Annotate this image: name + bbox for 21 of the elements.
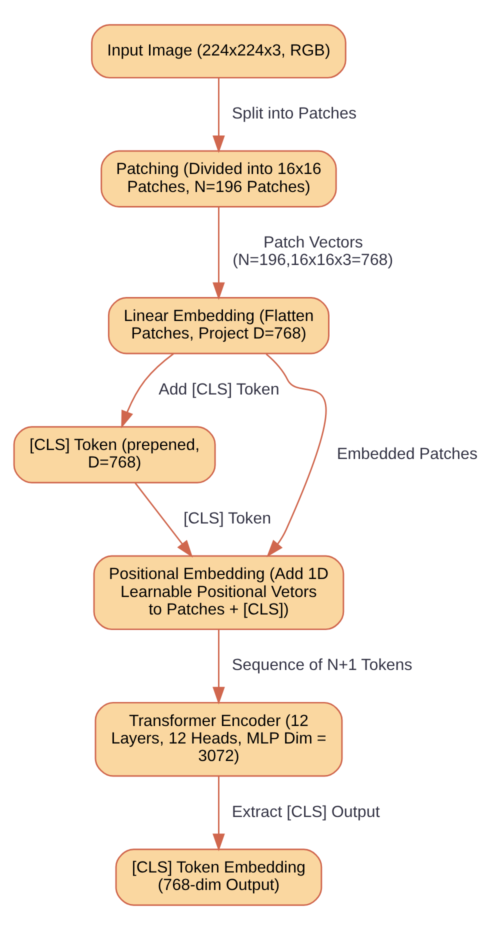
edge-label: Patch Vectors (N=196,16x16x3=768) [232, 234, 394, 270]
node-box: [CLS] Token (prepened, D=768) [13, 426, 216, 484]
arrow [134, 482, 193, 558]
node-box: Positional Embedding (Add 1D Learnable Positional Vetors to Patches + [CLS]) [93, 555, 344, 630]
node-box: Patching (Divided into 16x16 Patches, N=196 Patches) [100, 150, 337, 208]
node-box: Transformer Encoder (12 Layers, 12 Heads, MLP Dim = 3072) [94, 702, 343, 777]
arrow [212, 207, 225, 300]
arrow [212, 78, 225, 154]
edge-label: Split into Patches [232, 104, 357, 122]
arrow [212, 776, 225, 852]
edge-label: Extract [CLS] Output [232, 802, 380, 821]
edge-label: Embedded Patches [336, 444, 478, 463]
node-box: [CLS] Token Embedding (768-dim Output) [115, 848, 322, 906]
edge-label: [CLS] Token [184, 509, 272, 528]
node-box: Input Image (224x224x3, RGB) [91, 24, 346, 78]
edge-label: Sequence of N+1 Tokens [232, 656, 412, 674]
arrow [266, 353, 327, 558]
edge-label: Add [CLS] Token [158, 380, 280, 398]
arrow [121, 353, 174, 428]
arrow [212, 630, 225, 704]
node-box: Linear Embedding (Flatten Patches, Project D=768) [108, 297, 330, 354]
